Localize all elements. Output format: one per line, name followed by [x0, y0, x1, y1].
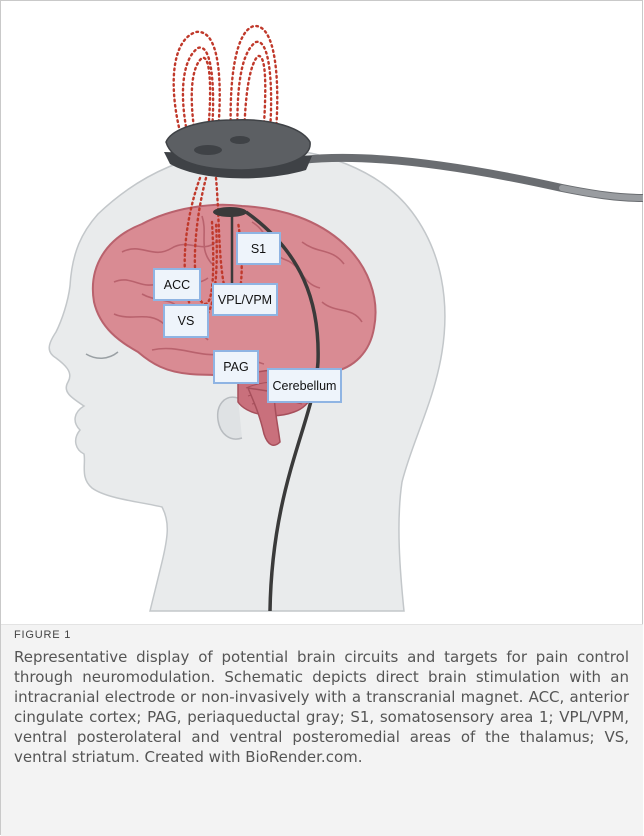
caption-text: Representative display of potential brai…: [14, 647, 629, 767]
label-vpl-vpm: VPL/VPM: [212, 283, 278, 316]
figure-number: FIGURE 1: [14, 629, 71, 641]
label-acc: ACC: [153, 268, 201, 301]
label-s1: S1: [236, 232, 281, 265]
label-vs: VS: [163, 304, 209, 338]
figure-caption: FIGURE 1 Representative display of poten…: [1, 624, 643, 836]
figure-illustration: S1 ACC VPL/VPM VS PAG Cerebellum: [2, 2, 643, 622]
label-cerebellum: Cerebellum: [267, 368, 342, 403]
head-brain-illustration: [2, 2, 643, 622]
label-pag: PAG: [213, 350, 259, 384]
